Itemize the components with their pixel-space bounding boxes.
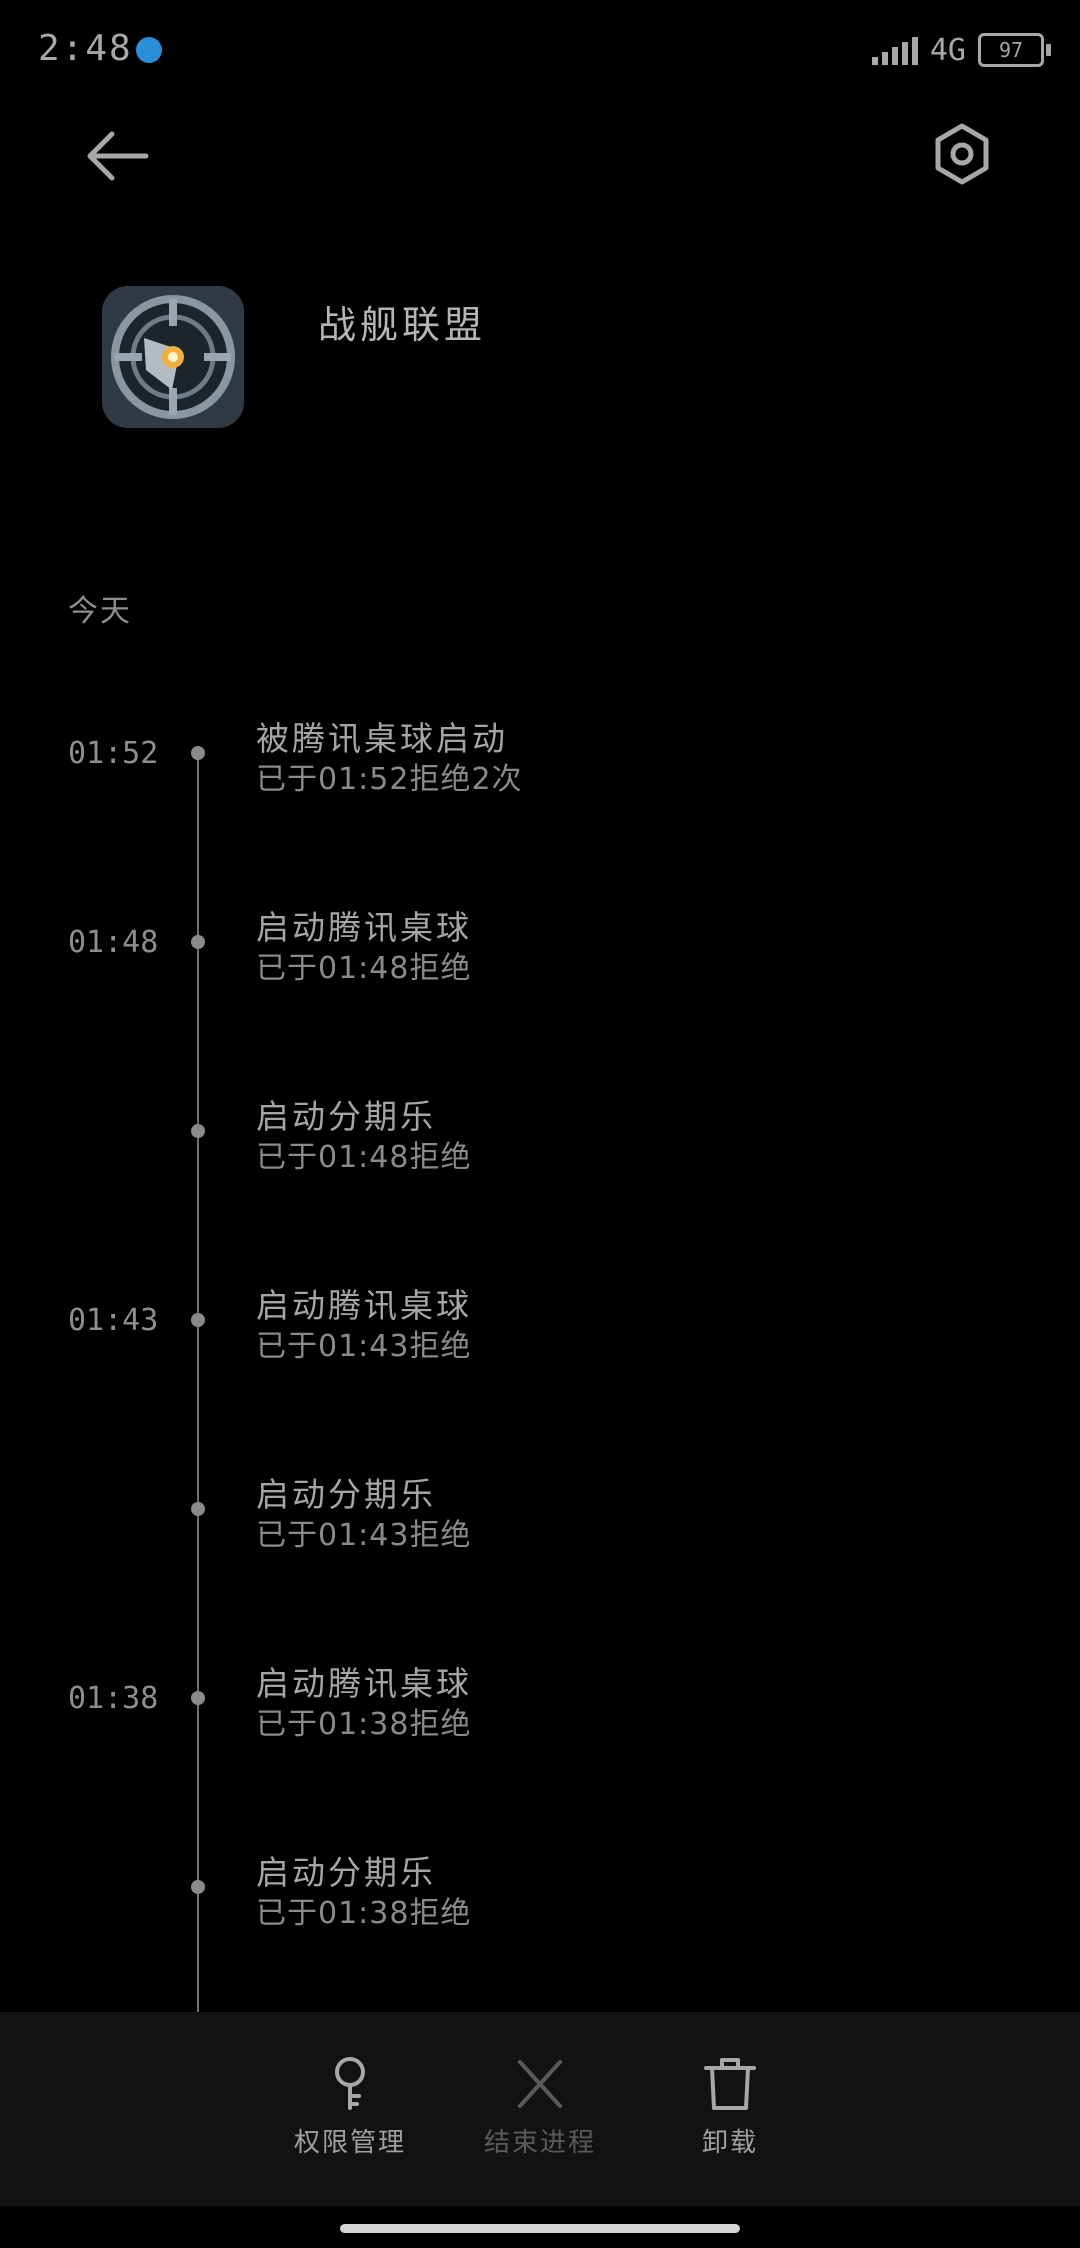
event-time: 01:48 <box>68 925 159 960</box>
timeline-event: 启动分期乐 已于01:48拒绝 <box>0 1097 1080 1226</box>
network-type: 4G <box>929 32 966 68</box>
event-subtitle: 已于01:52拒绝2次 <box>256 762 523 797</box>
battery-level: 97 <box>998 38 1024 62</box>
home-indicator[interactable] <box>340 2224 740 2233</box>
timeline-event: 01:52 被腾讯桌球启动 已于01:52拒绝2次 <box>0 719 1080 848</box>
status-time: 2:48 <box>38 28 133 69</box>
timeline-dot <box>191 1691 205 1705</box>
event-subtitle: 已于01:38拒绝 <box>256 1707 472 1742</box>
event-title: 启动腾讯桌球 <box>256 908 472 947</box>
notification-dot-icon <box>136 37 162 63</box>
timeline-event: 01:38 启动腾讯桌球 已于01:38拒绝 <box>0 1664 1080 1793</box>
battery-icon: 97 <box>978 33 1051 67</box>
bottom-action-bar: 权限管理 结束进程 卸载 <box>0 2012 1080 2206</box>
permissions-button[interactable]: 权限管理 <box>270 2056 430 2176</box>
event-title: 启动分期乐 <box>256 1475 436 1514</box>
event-title: 启动分期乐 <box>256 1097 436 1136</box>
event-title: 启动腾讯桌球 <box>256 1286 472 1325</box>
settings-button[interactable] <box>930 122 994 186</box>
event-title: 被腾讯桌球启动 <box>256 719 508 758</box>
timeline-dot <box>191 935 205 949</box>
trash-icon <box>704 2058 756 2110</box>
status-indicators: 4G 97 <box>871 30 1051 70</box>
day-label: 今天 <box>68 594 132 629</box>
uninstall-label: 卸载 <box>701 2128 758 2158</box>
timeline-line <box>197 746 199 2016</box>
timeline-event: 启动分期乐 已于01:38拒绝 <box>0 1853 1080 1982</box>
event-time: 01:43 <box>68 1303 159 1338</box>
event-time: 01:52 <box>68 736 159 771</box>
key-icon <box>335 2057 365 2110</box>
event-subtitle: 已于01:43拒绝 <box>256 1329 472 1364</box>
event-subtitle: 已于01:38拒绝 <box>256 1896 472 1931</box>
status-bar: 2:48 4G 97 <box>0 0 1080 100</box>
event-time: 01:38 <box>68 1681 159 1716</box>
timeline-event: 01:48 启动腾讯桌球 已于01:48拒绝 <box>0 908 1080 1037</box>
signal-icon <box>871 35 918 65</box>
event-subtitle: 已于01:43拒绝 <box>256 1518 472 1553</box>
timeline-dot <box>191 1880 205 1894</box>
timeline-dot <box>191 1124 205 1138</box>
back-arrow-icon <box>87 131 149 181</box>
timeline-event: 启动分期乐 已于01:43拒绝 <box>0 1475 1080 1604</box>
timeline-event: 01:43 启动腾讯桌球 已于01:43拒绝 <box>0 1286 1080 1415</box>
app-name: 战舰联盟 <box>318 303 487 347</box>
timeline-dot <box>191 1313 205 1327</box>
permissions-label: 权限管理 <box>293 2128 406 2158</box>
app-icon <box>102 286 244 428</box>
timeline-dot <box>191 1502 205 1516</box>
close-x-icon <box>518 2060 562 2108</box>
event-subtitle: 已于01:48拒绝 <box>256 1140 472 1175</box>
end-process-label: 结束进程 <box>483 2128 596 2158</box>
back-button[interactable] <box>84 128 152 184</box>
timeline-dot <box>191 746 205 760</box>
end-process-button[interactable]: 结束进程 <box>460 2056 620 2176</box>
uninstall-button[interactable]: 卸载 <box>650 2056 810 2176</box>
settings-hex-icon <box>935 123 989 185</box>
event-title: 启动分期乐 <box>256 1853 436 1892</box>
event-title: 启动腾讯桌球 <box>256 1664 472 1703</box>
event-subtitle: 已于01:48拒绝 <box>256 951 472 986</box>
